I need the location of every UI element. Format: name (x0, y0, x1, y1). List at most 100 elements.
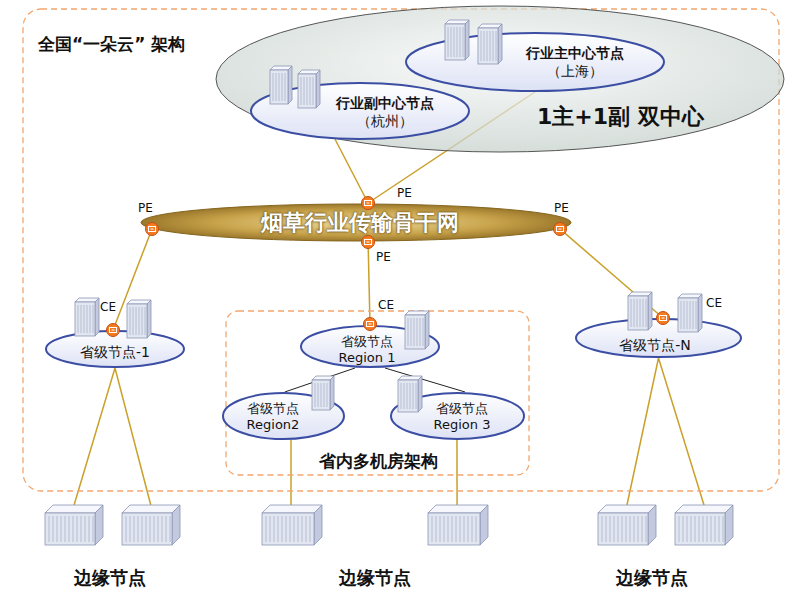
icon-stripe (404, 383, 405, 409)
icon-stripe (646, 299, 647, 327)
icon-stripe (496, 31, 497, 61)
icon-side (425, 311, 429, 349)
icon-stripe (490, 31, 491, 61)
center-cloud: 1主+1副 双中心行业主中心节点（上海）行业副中心节点（杭州） (215, 5, 785, 153)
router-icon (364, 318, 377, 331)
icon-stripe (460, 516, 461, 542)
router-glyph (557, 227, 564, 232)
node-label: 边缘节点 (74, 567, 146, 589)
edge-node-group: 边缘节点 (590, 505, 735, 593)
icon-stripe (602, 516, 603, 542)
icon-stripe (89, 516, 90, 542)
router-label: CE (706, 296, 722, 310)
icon-stripe (681, 301, 682, 329)
icon-stripe (273, 73, 274, 101)
icon-stripe (451, 27, 452, 57)
icon-side (147, 300, 151, 338)
icon-stripe (310, 77, 311, 105)
icon-stripe (414, 318, 415, 346)
icon-stripe (463, 27, 464, 57)
router-glyph (365, 201, 372, 206)
icon-stripe (707, 516, 708, 542)
link-line (290, 440, 292, 505)
icon-stripe (145, 307, 146, 335)
icon-stripe (294, 516, 295, 542)
icon-front (262, 513, 314, 545)
icon-side (95, 298, 99, 336)
icon-stripe (630, 516, 631, 542)
edge-server-icon (675, 505, 733, 545)
server-icon (405, 311, 429, 349)
router-body (362, 236, 375, 249)
node-platter: 省级节点-N (575, 318, 742, 358)
icon-side (465, 20, 469, 60)
icon-stripe (448, 516, 449, 542)
router-icon (362, 236, 375, 249)
icon-front (298, 74, 316, 108)
icon-stripe (444, 516, 445, 542)
icon-stripe (476, 516, 477, 542)
icon-side (288, 66, 292, 104)
node-label: 边缘节点 (616, 567, 688, 589)
icon-stripe (683, 516, 684, 542)
icon-stripe (622, 516, 623, 542)
icon-stripe (606, 516, 607, 542)
icon-side (330, 376, 334, 410)
icon-stripe (139, 307, 140, 335)
icon-stripe (468, 516, 469, 542)
icon-stripe (150, 516, 151, 542)
router-glyph (559, 229, 562, 230)
server-icon (478, 24, 502, 64)
icon-stripe (315, 383, 316, 407)
node-label: 烟草行业传输骨干网 (261, 210, 459, 236)
icon-stripe (84, 305, 85, 333)
icon-stripe (130, 307, 131, 335)
icon-stripe (290, 516, 291, 542)
icon-stripe (142, 516, 143, 542)
icon-stripe (703, 516, 704, 542)
icon-stripe (452, 516, 453, 542)
icon-stripe (158, 516, 159, 542)
icon-stripe (298, 516, 299, 542)
router-label: PE (138, 201, 153, 215)
icon-stripe (310, 516, 311, 542)
edge-server-icon (122, 505, 180, 545)
icon-side (498, 24, 502, 64)
icon-stripe (307, 77, 308, 105)
icon-front (270, 70, 288, 104)
node-label: 行业副中心节点 (336, 95, 434, 112)
router-icon (554, 223, 567, 236)
icon-side (648, 292, 652, 330)
icon-stripe (408, 318, 409, 346)
icon-stripe (693, 301, 694, 329)
server-icon (398, 376, 422, 412)
icon-front (405, 315, 425, 349)
icon-stripe (634, 299, 635, 327)
icon-stripe (285, 73, 286, 101)
icon-stripe (85, 516, 86, 542)
icon-front (445, 24, 465, 60)
node-platter: 省级节点 Region 3 (390, 392, 525, 440)
icon-stripe (411, 318, 412, 346)
icon-stripe (472, 516, 473, 542)
node-platter: 省级节点 Region 1 (300, 325, 440, 368)
edge-server-icon (262, 505, 322, 545)
icon-stripe (282, 73, 283, 101)
icon-front (675, 513, 725, 545)
edge-server-icon (45, 505, 103, 545)
link-line (74, 368, 151, 505)
link-line (385, 368, 465, 392)
icon-side (480, 505, 488, 545)
router-glyph (367, 242, 370, 243)
node-label: 省级节点-N (619, 337, 691, 354)
icon-stripe (321, 383, 322, 407)
icon-stripe (690, 301, 691, 329)
icon-stripe (81, 305, 82, 333)
link-line (456, 440, 458, 505)
node-label: 边缘节点 (339, 567, 411, 589)
icon-stripe (631, 299, 632, 327)
server-icon (678, 294, 702, 332)
icon-stripe (69, 516, 70, 542)
icon-top (598, 505, 656, 513)
